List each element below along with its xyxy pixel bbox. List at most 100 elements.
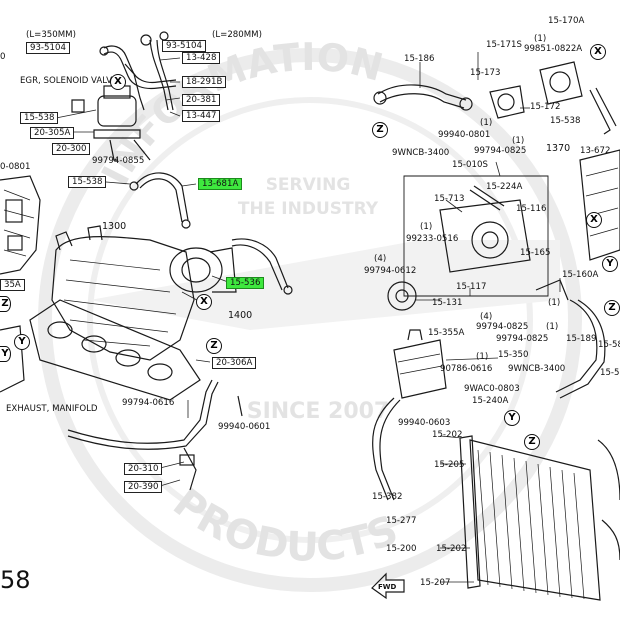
engine-block-fragment <box>0 175 41 275</box>
part-13-672: 13-672 <box>580 146 611 156</box>
ref-marker-y-1: Y <box>14 334 30 350</box>
part-13-447: 13-447 <box>182 110 221 122</box>
part-20-390: 20-390 <box>124 481 163 493</box>
part-99794-0612: 99794-0612 <box>364 266 417 276</box>
ref-marker-x-4: X <box>590 44 606 60</box>
ref-marker-z-4: Z <box>0 296 11 312</box>
part-15-116: 15-116 <box>516 204 547 214</box>
part-15-010s: 15-010S <box>452 160 488 170</box>
thermostat-housing <box>489 61 617 135</box>
part-15-170a: 15-170A <box>548 16 585 26</box>
ref-marker-x-1: X <box>110 74 126 90</box>
qty-4-b: (4) <box>480 312 493 322</box>
part-15-277: 15-277 <box>386 516 417 526</box>
part-15-160a: 15-160A <box>562 270 599 280</box>
qty-1-f: (1) <box>546 322 559 332</box>
water-bypass-pipe <box>67 379 243 491</box>
ref-1300: 1300 <box>102 221 127 232</box>
qty-1-b: (1) <box>480 118 493 128</box>
part-15-538-b: 15-538 <box>68 176 107 188</box>
part-15-240a: 15-240A <box>472 396 509 406</box>
qty-1-e: (1) <box>548 298 561 308</box>
part-20-305a: 20-305A <box>30 127 75 139</box>
part-0-fragment: 0 <box>0 52 6 62</box>
part-9wncb-3400-b: 9WNCB-3400 <box>508 364 566 374</box>
ref-marker-y-2: Y <box>504 410 520 426</box>
part-15-58-fragment: 15-58 <box>598 340 620 350</box>
coolant-reserve-tank <box>393 329 447 399</box>
exhaust-manifold <box>0 299 201 401</box>
part-15-173: 15-173 <box>470 68 501 78</box>
ref-1370: 1370 <box>546 143 571 154</box>
part-15-117: 15-117 <box>456 282 487 292</box>
part-15-202-b: 15-202 <box>436 544 467 554</box>
part-15-536-highlighted[interactable]: 15-536 <box>226 277 265 289</box>
ref-marker-z-2: Z <box>372 122 388 138</box>
part-15-350: 15-350 <box>498 350 529 360</box>
radiator-core <box>459 435 601 601</box>
forward-arrow <box>371 572 405 600</box>
part-15-200: 15-200 <box>386 544 417 554</box>
part-20-306a: 20-306A <box>212 357 257 369</box>
qty-4-a: (4) <box>374 254 387 264</box>
part-99233-0516: 99233-0516 <box>406 234 459 244</box>
part-93-5104-b: 93-5104 <box>26 42 70 54</box>
part-15-131: 15-131 <box>432 298 463 308</box>
part-90786-0616: 90786-0616 <box>440 364 493 374</box>
part-20-310: 20-310 <box>124 463 163 475</box>
part-15-171s: 15-171S <box>486 40 522 50</box>
ref-marker-y-3: Y <box>0 346 11 362</box>
cooling-fan-fragment <box>597 439 620 561</box>
engine-head-fragment <box>579 149 620 261</box>
part-15-224a: 15-224A <box>486 182 523 192</box>
part-9wac0-0803: 9WAC0-0803 <box>464 384 520 394</box>
part-15-205: 15-205 <box>434 460 465 470</box>
part-15-355a: 15-355A <box>428 328 465 338</box>
water-pump-pulley <box>387 281 417 311</box>
part-18-291b: 18-291B <box>182 76 227 88</box>
part-15-538-a: 15-538 <box>20 112 59 124</box>
part-99940-0801: 99940-0801 <box>438 130 491 140</box>
part-15-538: 15-538 <box>550 116 581 126</box>
ref-marker-z-1: Z <box>206 338 222 354</box>
part-15-382: 15-382 <box>372 492 403 502</box>
ref-marker-y-4: Y <box>602 256 618 272</box>
part-15-713: 15-713 <box>434 194 465 204</box>
part-15-186: 15-186 <box>404 54 435 64</box>
ref-marker-x-3: X <box>586 212 602 228</box>
part-15-172: 15-172 <box>530 102 561 112</box>
right-leader-lines <box>416 52 561 583</box>
part-35a: 35A <box>0 279 25 291</box>
upper-radiator-hose <box>373 84 473 111</box>
canister-hoses <box>129 172 293 295</box>
part-99794-0855: 99794-0855 <box>92 156 145 166</box>
part-99794-0825-b: 99794-0825 <box>476 322 529 332</box>
part-99940-0603: 99940-0603 <box>398 418 451 428</box>
ref-marker-x-2: X <box>196 294 212 310</box>
qty-1-a: (1) <box>534 34 547 44</box>
part-99940-0601: 99940-0601 <box>218 422 271 432</box>
part-99851-0822a: 99851-0822A <box>524 44 583 54</box>
ref-1400: 1400 <box>228 310 253 321</box>
part-15-202-a: 15-202 <box>432 430 463 440</box>
left-leader-lines <box>55 57 229 487</box>
hose-length-280-label: (L=280MM) <box>212 30 262 40</box>
part-15-207: 15-207 <box>420 578 451 588</box>
overflow-hose <box>372 397 401 501</box>
part-9wncb-3400-a: 9WNCB-3400 <box>392 148 450 158</box>
part-15-189: 15-189 <box>566 334 597 344</box>
egr-hose-assembly <box>99 31 177 111</box>
part-93-5104-a: 93-5104 <box>162 40 206 52</box>
part-99794-0825-c: 99794-0825 <box>496 334 549 344</box>
exhaust-manifold-label: EXHAUST, MANIFOLD <box>6 404 98 414</box>
qty-1-g: (1) <box>476 352 489 362</box>
forward-direction-label: FWD <box>378 583 397 591</box>
part-13-428: 13-428 <box>182 52 221 64</box>
egr-solenoid-valve-label: EGR, SOLENOID VALVE <box>20 76 118 86</box>
hose-length-350-label: (L=350MM) <box>26 30 76 40</box>
part-20-300: 20-300 <box>52 143 91 155</box>
page-number: 58 <box>0 566 31 594</box>
part-13-681a-highlighted[interactable]: 13-681A <box>198 178 243 190</box>
